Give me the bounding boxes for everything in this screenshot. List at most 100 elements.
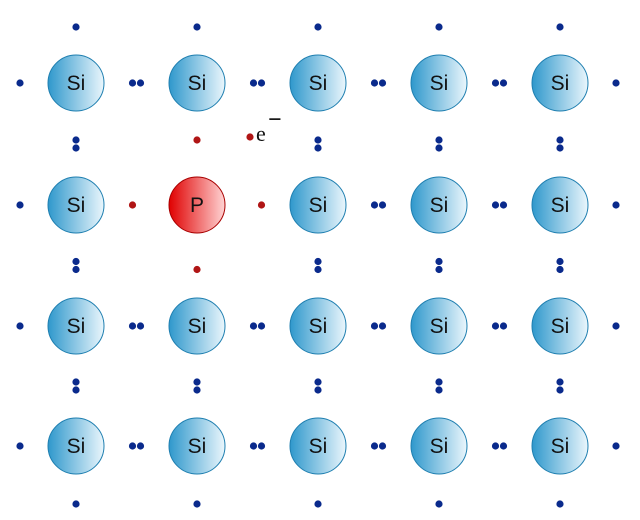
- atom-label: Si: [188, 315, 207, 338]
- atom-label: Si: [551, 435, 570, 458]
- valence-electron: [556, 136, 564, 144]
- silicon-atom: Si: [289, 54, 347, 112]
- silicon-atom: Si: [531, 417, 589, 475]
- free-electron-dot: [246, 133, 254, 141]
- valence-electron: [193, 500, 201, 508]
- valence-electron: [435, 136, 443, 144]
- valence-electron: [612, 322, 620, 330]
- silicon-atom: Si: [531, 176, 589, 234]
- valence-electron: [72, 386, 80, 394]
- atom-circle: [410, 417, 468, 475]
- valence-electron: [612, 201, 620, 209]
- atom-circle: [168, 176, 226, 234]
- valence-electron: [612, 79, 620, 87]
- valence-electron: [378, 201, 387, 209]
- atom-label: Si: [551, 315, 570, 338]
- atom-label: Si: [551, 194, 570, 217]
- atom-label: Si: [188, 435, 207, 458]
- free-electron-label: e: [256, 121, 266, 146]
- valence-electron: [257, 442, 266, 450]
- atom-label: Si: [309, 72, 328, 95]
- atom-circle: [168, 417, 226, 475]
- silicon-atom: Si: [410, 297, 468, 355]
- free-electron-charge: −: [268, 107, 282, 133]
- valence-electron: [314, 265, 322, 274]
- valence-electron: [72, 144, 80, 152]
- valence-electron: [556, 378, 564, 386]
- valence-electron: [136, 322, 145, 330]
- atom-circle: [531, 54, 589, 112]
- valence-electron: [136, 79, 145, 87]
- silicon-atom: Si: [47, 297, 105, 355]
- silicon-atom: Si: [168, 297, 226, 355]
- atom-label: Si: [309, 315, 328, 338]
- atom-circle: [289, 176, 347, 234]
- atom-circle: [47, 54, 105, 112]
- valence-electron: [72, 378, 80, 386]
- atom-circle: [531, 176, 589, 234]
- valence-electron: [556, 144, 564, 152]
- atom-label: Si: [430, 435, 449, 458]
- atom-label: Si: [67, 194, 86, 217]
- valence-electron: [193, 386, 201, 394]
- valence-electron: [72, 23, 80, 31]
- valence-electron: [556, 257, 564, 266]
- valence-electron: [370, 201, 379, 209]
- silicon-atom: Si: [289, 176, 347, 234]
- atom-circle: [410, 176, 468, 234]
- valence-electron: [136, 442, 145, 450]
- valence-electron: [249, 442, 258, 450]
- dopant-atom: P: [168, 176, 226, 234]
- valence-electron: [72, 265, 80, 274]
- valence-electron: [128, 322, 137, 330]
- atom-label: Si: [67, 315, 86, 338]
- valence-electron: [16, 322, 24, 330]
- donor-electron: [193, 136, 201, 144]
- valence-electron: [556, 386, 564, 394]
- valence-electron: [491, 201, 500, 209]
- valence-electron: [499, 442, 508, 450]
- valence-electron: [314, 386, 322, 394]
- atom-circle: [168, 54, 226, 112]
- valence-electron: [435, 265, 443, 274]
- atom-circle: [531, 417, 589, 475]
- atom-circle: [168, 297, 226, 355]
- valence-electron: [435, 378, 443, 386]
- valence-electron: [435, 144, 443, 152]
- silicon-atom: Si: [410, 417, 468, 475]
- atom-label: Si: [67, 72, 86, 95]
- valence-electron: [556, 265, 564, 274]
- valence-electron: [491, 442, 500, 450]
- valence-electron: [128, 442, 137, 450]
- atom-label: Si: [430, 194, 449, 217]
- valence-electron: [72, 500, 80, 508]
- valence-electron: [435, 257, 443, 266]
- valence-electron: [556, 23, 564, 31]
- atom-circle: [410, 297, 468, 355]
- valence-electron: [491, 79, 500, 87]
- silicon-atom: Si: [168, 417, 226, 475]
- atom-circle: [47, 417, 105, 475]
- valence-electron: [499, 79, 508, 87]
- valence-electron: [314, 257, 322, 266]
- valence-electron: [556, 500, 564, 508]
- valence-electron: [499, 322, 508, 330]
- atom-label: P: [190, 194, 204, 217]
- silicon-atom: Si: [289, 297, 347, 355]
- valence-electron: [249, 79, 258, 87]
- atom-circle: [47, 176, 105, 234]
- valence-electron: [249, 322, 258, 330]
- valence-electron: [257, 322, 266, 330]
- valence-electron: [314, 500, 322, 508]
- valence-electron: [314, 144, 322, 152]
- valence-electron: [378, 79, 387, 87]
- valence-electron: [257, 79, 266, 87]
- valence-electron: [370, 322, 379, 330]
- valence-electron: [16, 79, 24, 87]
- valence-electron: [370, 442, 379, 450]
- valence-electron: [193, 23, 201, 31]
- valence-electron: [378, 442, 387, 450]
- donor-electron: [193, 265, 201, 274]
- silicon-atom: Si: [410, 54, 468, 112]
- valence-electron: [314, 378, 322, 386]
